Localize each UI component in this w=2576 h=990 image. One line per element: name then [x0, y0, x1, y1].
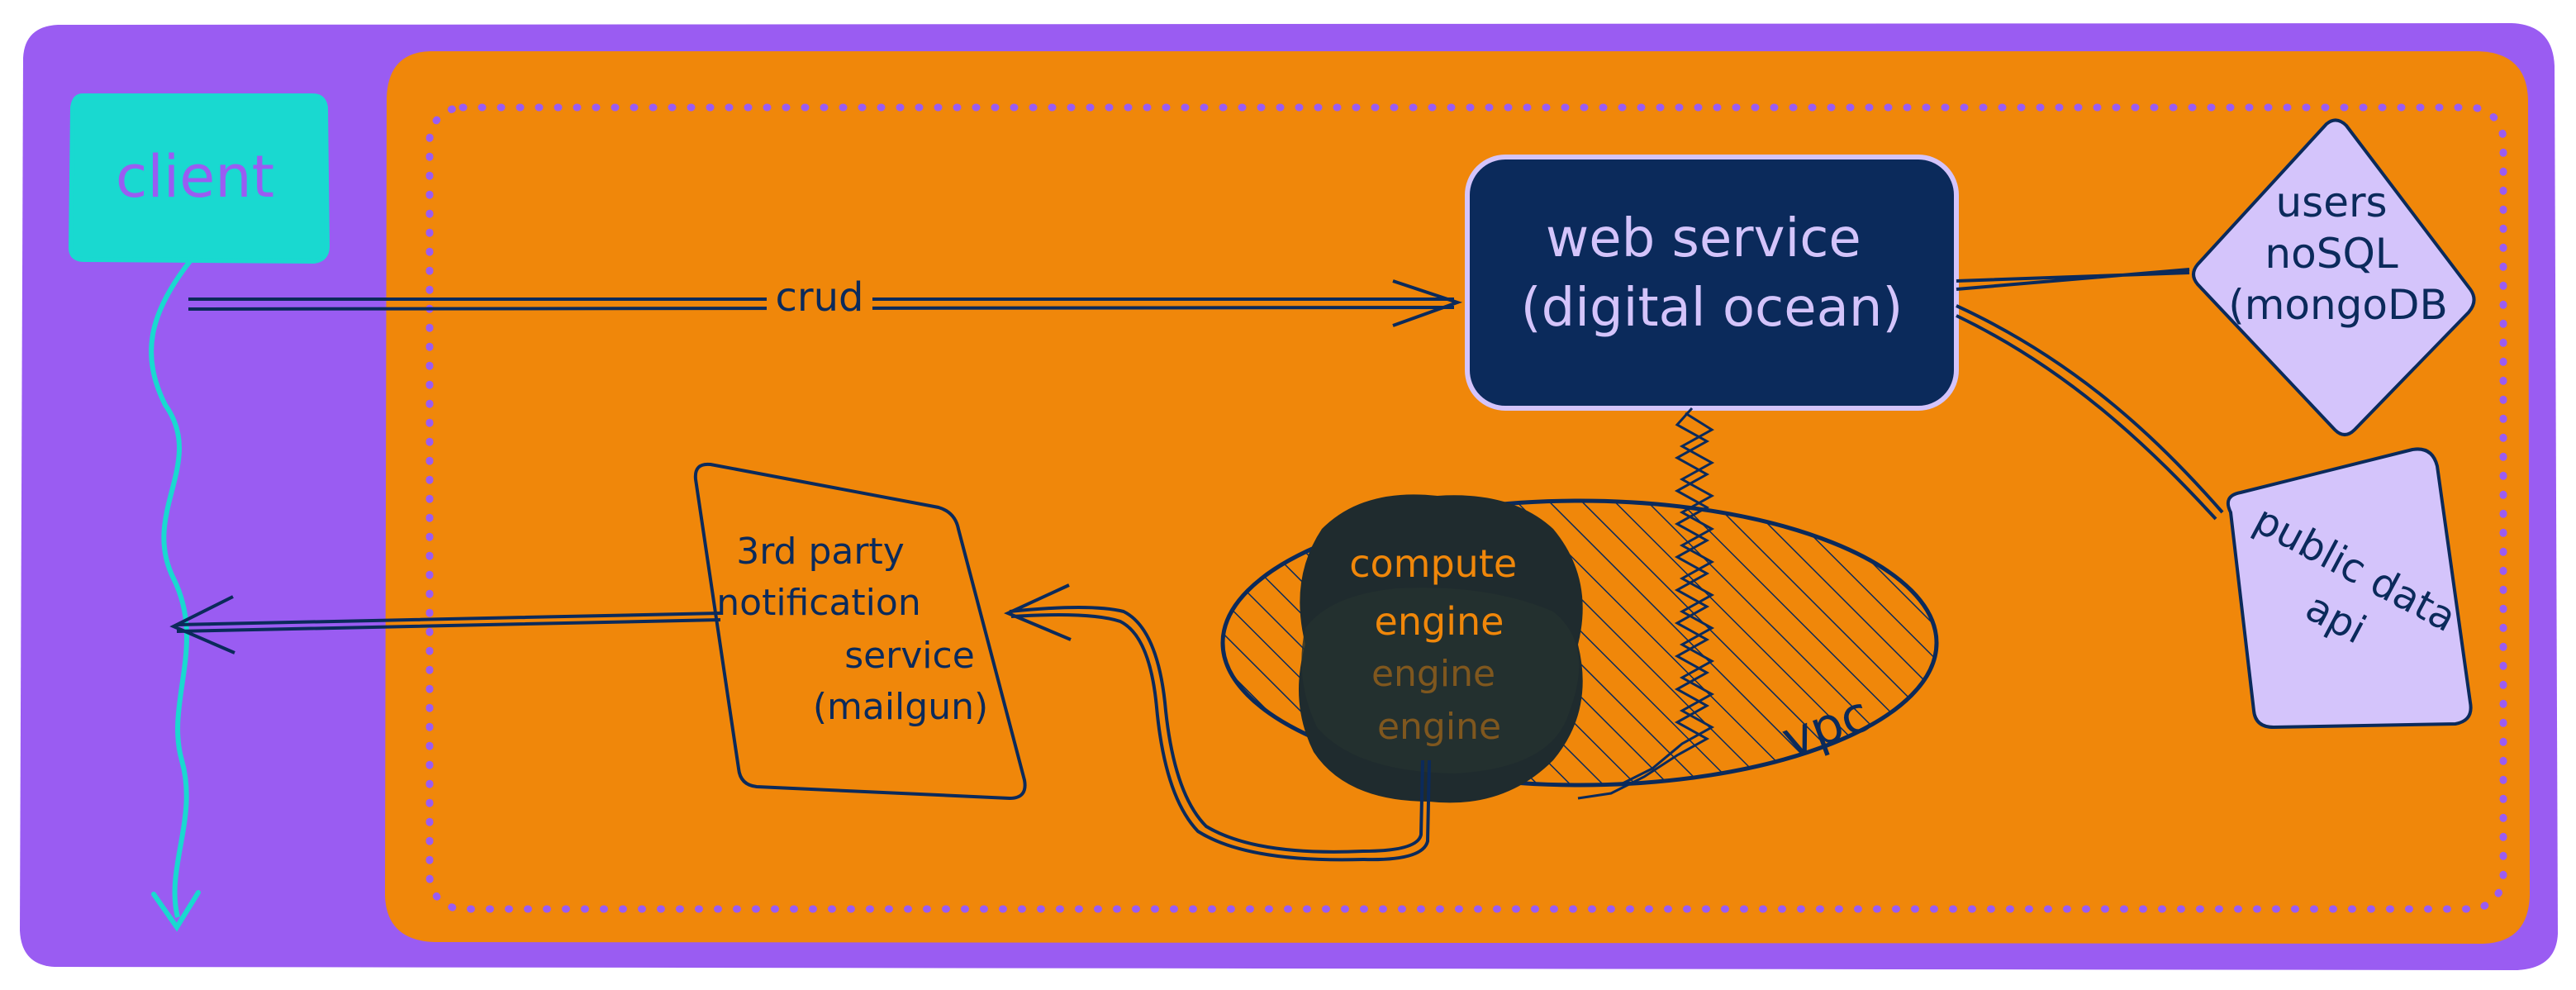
client-label: client	[116, 143, 274, 211]
users-db-line-1: users	[2275, 178, 2387, 226]
web-service-line-2: (digital ocean)	[1521, 278, 1903, 339]
notification-line-2: notification	[716, 582, 920, 624]
compute-engine-label: compute engine	[1349, 541, 1529, 644]
crud-label: crud	[775, 274, 863, 321]
client-box	[68, 93, 330, 264]
web-to-vpc-link	[1577, 407, 1710, 800]
client-lifeline	[149, 259, 192, 918]
web-to-users-edge	[1956, 268, 2190, 291]
compute-engine-line-2: engine	[1375, 599, 1504, 644]
notification-to-client-arrowhead	[169, 595, 235, 654]
crud-label-bg	[767, 278, 872, 317]
notification-label: 3rd party notification service (mailgun)	[716, 531, 988, 728]
notification-line-3: service	[844, 635, 975, 677]
compute-engine-blob-2	[1301, 588, 1580, 773]
notification-box	[693, 462, 1027, 801]
lifeline-arrowhead	[151, 890, 201, 932]
compute-engine-ghost-label: engine engine	[1371, 653, 1507, 748]
notification-to-client-edge	[176, 612, 721, 633]
users-db-label: users noSQL (mongoDB	[2228, 178, 2448, 329]
compute-to-notification-arrowhead	[1004, 583, 1072, 641]
crud-edge-arrowhead	[1392, 279, 1463, 327]
dotted-boundary	[425, 103, 2507, 913]
notification-line-4: (mailgun)	[813, 686, 988, 728]
compute-to-notification-edge	[1009, 606, 1431, 862]
web-service-label: web service (digital ocean)	[1521, 208, 1903, 339]
users-db-line-2: noSQL	[2265, 230, 2398, 278]
web-service-line-1: web service	[1546, 208, 1861, 269]
compute-engine-ghost-2: engine	[1377, 706, 1501, 748]
vpc-ellipse	[1220, 498, 1939, 788]
web-to-vpc-link-2	[1618, 412, 1715, 787]
users-db-diamond	[2192, 118, 2476, 436]
web-service-box	[1465, 155, 1959, 411]
compute-engine-ghost-1: engine	[1371, 653, 1495, 695]
public-api-box	[2227, 447, 2473, 730]
compute-engine-line-1: compute	[1349, 541, 1517, 586]
web-to-api-edge	[1956, 304, 2224, 521]
notification-line-1: 3rd party	[736, 531, 905, 573]
users-db-line-3: (mongoDB	[2228, 281, 2448, 329]
